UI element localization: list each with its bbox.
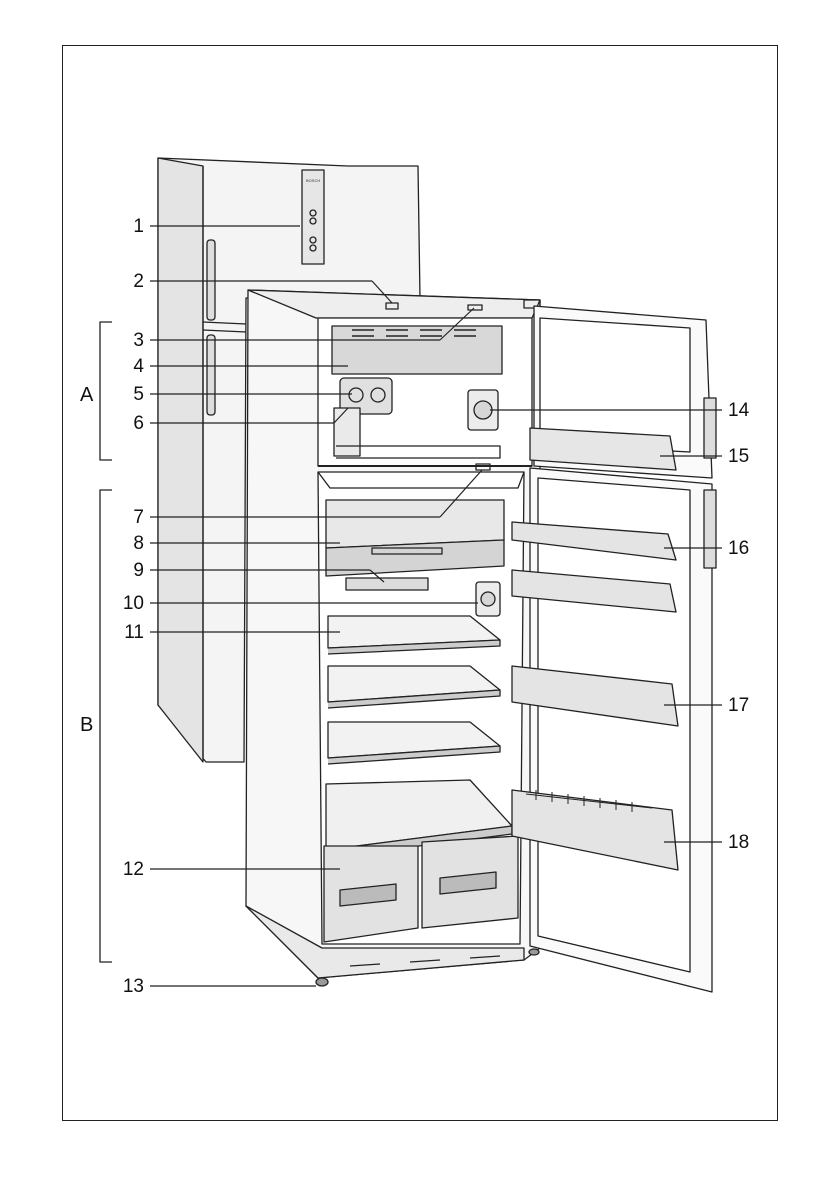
callout-9: 9 — [104, 561, 144, 580]
group-b-label: B — [80, 715, 93, 735]
foot-icon — [316, 978, 328, 986]
control-panel-icon — [302, 170, 324, 264]
callout-12: 12 — [104, 860, 144, 879]
callout-8: 8 — [104, 534, 144, 553]
callout-15: 15 — [728, 447, 749, 466]
callout-4: 4 — [104, 357, 144, 376]
brand-mark: BOSCH — [306, 178, 320, 183]
callout-11: 11 — [104, 623, 144, 642]
callout-14: 14 — [728, 401, 749, 420]
group-a-label: A — [80, 385, 93, 405]
freezer-handle-icon — [207, 240, 215, 320]
callout-16: 16 — [728, 539, 749, 558]
callout-18: 18 — [728, 833, 749, 852]
callout-10: 10 — [104, 594, 144, 613]
callout-3: 3 — [104, 331, 144, 350]
callout-5: 5 — [104, 385, 144, 404]
fridge-handle-icon — [207, 335, 215, 415]
callout-2: 2 — [104, 272, 144, 291]
callout-17: 17 — [728, 696, 749, 715]
callout-7: 7 — [104, 508, 144, 527]
callout-1: 1 — [104, 217, 144, 236]
callout-6: 6 — [104, 414, 144, 433]
callout-13: 13 — [104, 977, 144, 996]
open-doors — [512, 306, 716, 992]
